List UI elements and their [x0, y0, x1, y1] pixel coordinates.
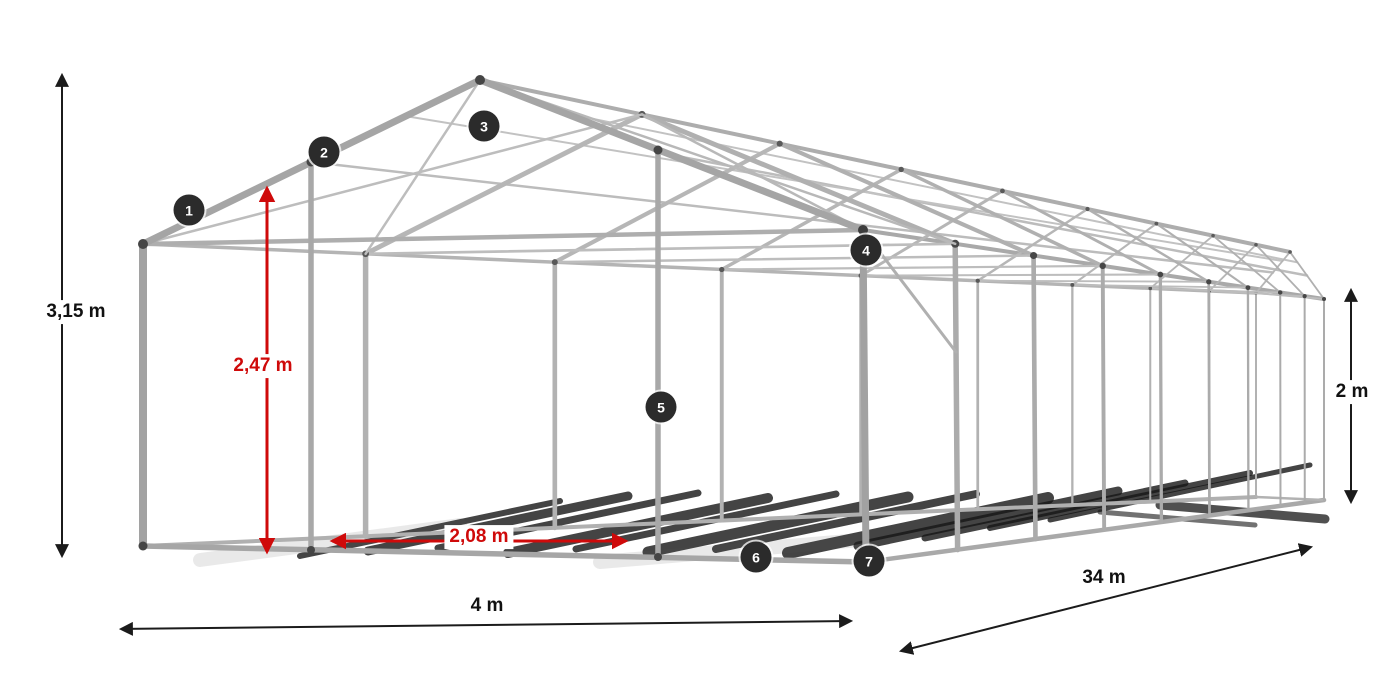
entrance-width-label: 2,08 m [444, 525, 514, 549]
total-height-label: 3,15 m [41, 300, 111, 324]
part-badge-5: 5 [645, 391, 677, 423]
side-height-label: 2 m [1330, 380, 1374, 404]
part-badge-2: 2 [308, 136, 340, 168]
width-label: 4 m [465, 594, 509, 618]
length-label: 34 m [1077, 566, 1131, 590]
part-badge-6: 6 [740, 541, 772, 573]
part-badge-7: 7 [853, 545, 885, 577]
part-badge-1: 1 [173, 194, 205, 226]
clearance-label: 2,47 m [228, 354, 298, 378]
dimension-arrows [55, 72, 1358, 655]
part-badge-3: 3 [468, 110, 500, 142]
length-dim-arrow [898, 543, 1314, 655]
width-dim-arrow [118, 614, 854, 636]
part-badge-4: 4 [850, 234, 882, 266]
